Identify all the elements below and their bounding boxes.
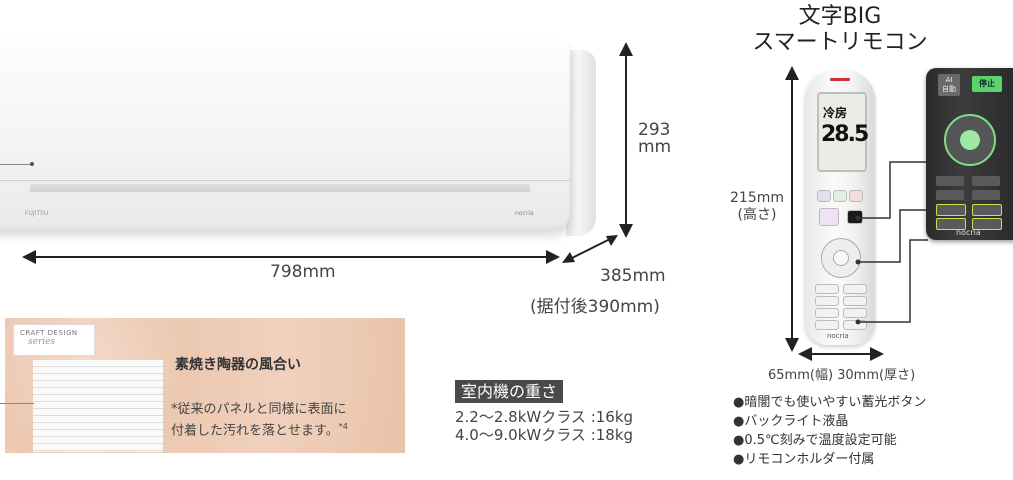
- ac-divider: [0, 180, 570, 181]
- remote-title-line1: 文字BIG: [798, 4, 882, 29]
- remote-width-label: 65mm(幅) 30mm(厚さ): [768, 368, 916, 383]
- lcd-unit: ℃: [855, 124, 864, 133]
- zoom-btn-4: [972, 190, 1000, 200]
- remote-btn-stop: [847, 210, 863, 224]
- feature-item: ●暗闇でも使いやすい蓄光ボタン: [733, 395, 927, 410]
- remote-height-label: 215mm (高さ): [730, 190, 784, 223]
- feature-list: ●暗闇でも使いやすい蓄光ボタン ●バックライト液晶 ●0.5℃刻みで温度設定可能…: [733, 393, 926, 469]
- remote-image: 冷房 28.5 ℃ nocria: [805, 70, 875, 345]
- remote-brand-mark: [830, 78, 850, 81]
- weight-title: 室内機の重さ: [455, 380, 564, 403]
- weight-row-1: 2.2～2.8kWクラス :16kg: [455, 408, 634, 426]
- remote-btn-g3: [815, 296, 839, 306]
- zoom-logo: nocria: [956, 228, 981, 237]
- zoom-btn-8: [972, 218, 1002, 230]
- remote-btn-row1-b: [833, 190, 847, 202]
- panel-sample-image: [33, 360, 163, 452]
- ac-brand: FUJITSU: [25, 210, 49, 217]
- remote-logo: nocria: [827, 332, 849, 340]
- lcd-temp: 28.5: [821, 122, 869, 147]
- feature-item: ●0.5℃刻みで温度設定可能: [733, 433, 897, 448]
- remote-dpad-center: [833, 250, 849, 266]
- feature-item: ●バックライト液晶: [733, 414, 849, 429]
- depth-note: (据付後390mm): [530, 297, 660, 317]
- craft-tag-line2: series: [28, 337, 56, 347]
- remote-btn-ai: [819, 208, 839, 226]
- zoom-btn-2: [972, 176, 1000, 186]
- depth-arrow: [562, 235, 618, 263]
- weight-row-2: 4.0～9.0kWクラス :18kg: [455, 426, 634, 444]
- width-arrow: [22, 250, 560, 264]
- craft-note: *従来のパネルと同様に表面に 付着した汚れを落とせます。*4: [171, 384, 348, 439]
- craft-design-panel: CRAFT DESIGN series 素焼き陶器の風合い *従来のパネルと同様…: [5, 318, 405, 453]
- ac-callout-line: [0, 164, 30, 165]
- remote-btn-g7: [815, 320, 839, 330]
- lcd-mode: 冷房: [823, 106, 848, 120]
- weight-section: 室内機の重さ: [455, 378, 564, 403]
- ac-side-panel: [566, 50, 596, 236]
- remote-btn-g4: [843, 296, 867, 306]
- craft-tag-line1: CRAFT DESIGN: [20, 329, 78, 337]
- remote-btn-g6: [843, 308, 867, 318]
- remote-btn-row1-c: [849, 190, 863, 202]
- weight-rows: 2.2～2.8kWクラス :16kg 4.0～9.0kWクラス :18kg: [455, 408, 633, 444]
- craft-design-tag: CRAFT DESIGN series: [13, 324, 95, 356]
- ac-logo: nocria: [515, 210, 534, 217]
- remote-btn-row1-a: [817, 190, 831, 202]
- zoom-btn-7: [936, 218, 966, 230]
- width-label: 798mm: [270, 262, 336, 282]
- zoom-stop-button: 停止: [972, 76, 1002, 92]
- remote-title: 文字BIG スマートリモコン: [735, 4, 945, 56]
- craft-heading: 素焼き陶器の風合い: [175, 357, 301, 373]
- zoom-btn-1: [936, 176, 964, 186]
- craft-callout-line: [0, 403, 34, 404]
- remote-width-arrow: [798, 347, 884, 361]
- ac-unit-image: FUJITSU nocria: [0, 42, 610, 236]
- zoom-dpad-center: [960, 130, 980, 150]
- remote-btn-g5: [815, 308, 839, 318]
- feature-item: ●リモコンホルダー付属: [733, 452, 875, 467]
- remote-zoom-image: AI 自動 停止 nocria: [926, 68, 1013, 240]
- craft-note-sup: *4: [338, 422, 348, 431]
- remote-btn-g8: [843, 320, 867, 330]
- ac-vent: [30, 184, 530, 192]
- zoom-callout-lines: [855, 161, 928, 325]
- ac-indicator-dot: [30, 162, 34, 166]
- depth-label: 385mm: [600, 266, 666, 286]
- remote-btn-g2: [843, 284, 867, 294]
- zoom-btn-6: [972, 204, 1002, 216]
- zoom-btn-5: [936, 204, 966, 216]
- zoom-ai-button: AI 自動: [938, 74, 960, 96]
- remote-height-arrow: [785, 66, 799, 352]
- remote-lcd: 冷房 28.5 ℃: [817, 92, 869, 172]
- height-arrow: [619, 42, 633, 238]
- craft-note-text: *従来のパネルと同様に表面に 付着した汚れを落とせます。: [171, 402, 347, 439]
- remote-btn-g1: [815, 284, 839, 294]
- zoom-btn-3: [936, 190, 964, 200]
- remote-title-line2: スマートリモコン: [752, 30, 928, 55]
- ac-body: [0, 42, 570, 230]
- height-label: 293 mm: [638, 120, 672, 157]
